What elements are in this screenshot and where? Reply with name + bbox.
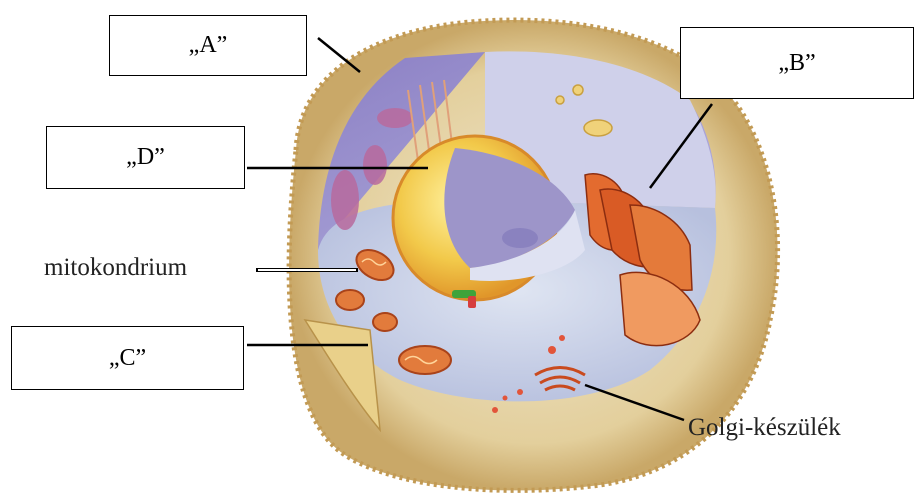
label-a-text: „A” [189, 32, 228, 59]
label-box-c: „C” [11, 326, 244, 390]
label-box-b: „B” [680, 27, 914, 99]
centriole-2 [468, 296, 476, 308]
nucleolus [502, 228, 538, 248]
label-box-d: „D” [46, 126, 245, 189]
label-box-a: „A” [109, 15, 307, 76]
label-mitokondrium: mitokondrium [44, 254, 187, 282]
pointer-a [318, 38, 360, 72]
label-golgi: Golgi-készülék [688, 414, 841, 442]
label-d-text: „D” [126, 144, 165, 171]
label-c-text: „C” [109, 345, 146, 372]
label-b-text: „B” [778, 50, 815, 77]
